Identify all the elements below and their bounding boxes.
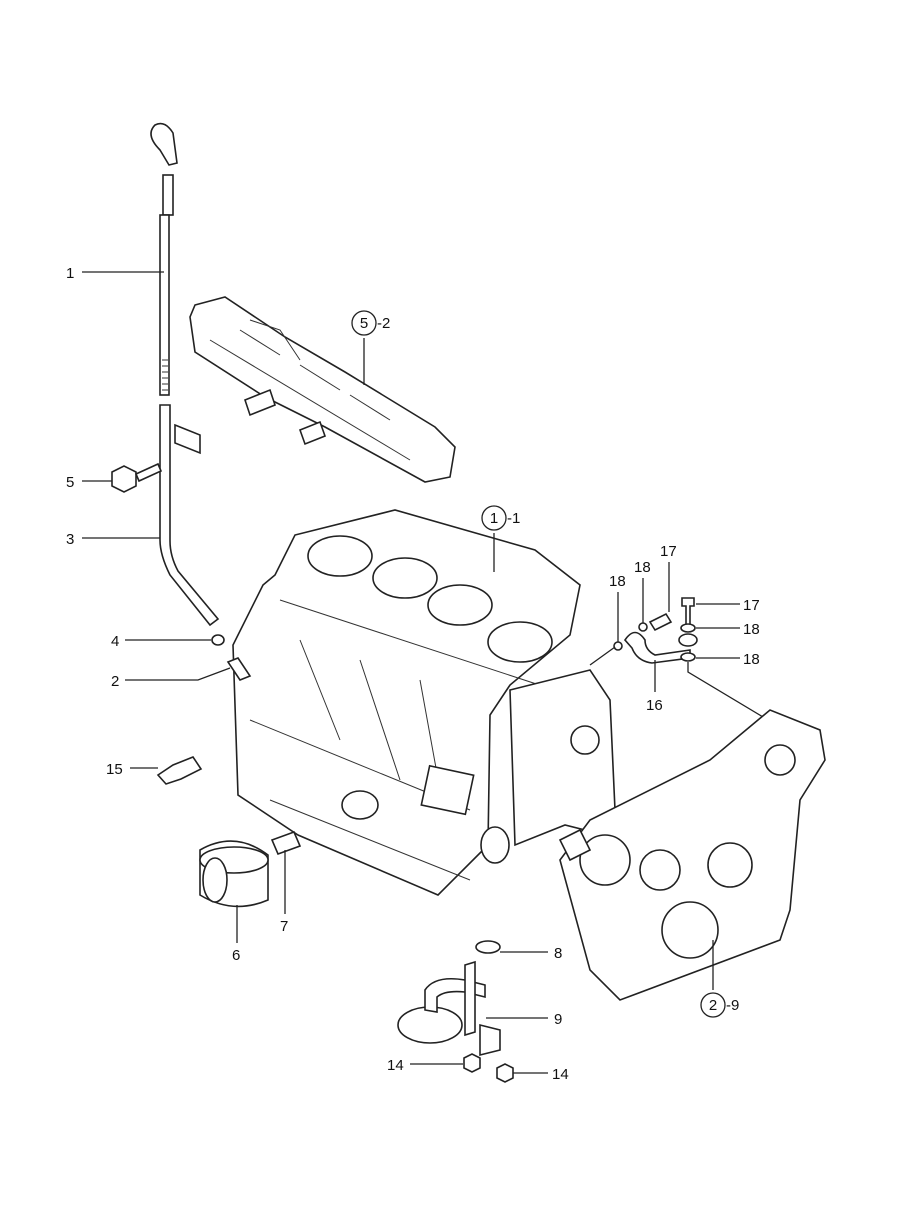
- callout-14: 14: [387, 1057, 404, 1074]
- callout-18: 18: [634, 559, 651, 576]
- callout-8: 8: [554, 945, 562, 962]
- callout-circle: [700, 992, 726, 1018]
- joint-2-drawing: [226, 657, 252, 681]
- callout-14: 14: [552, 1066, 569, 1083]
- callout-17: 17: [743, 597, 760, 614]
- callout-18: 18: [743, 651, 760, 668]
- o-ring-8-drawing: [475, 940, 501, 954]
- callout-3: 3: [66, 531, 74, 548]
- dipstick-guide-drawing: [159, 404, 220, 627]
- stud-7-drawing: [270, 830, 302, 856]
- callout-5-2: 5 -2: [351, 310, 390, 336]
- oil-pressure-switch-drawing: [156, 756, 203, 785]
- callout-18: 18: [609, 573, 626, 590]
- callout-1: 1: [66, 265, 74, 282]
- callout-suffix: -9: [726, 997, 739, 1014]
- callout-7: 7: [280, 918, 288, 935]
- strainer-drawing: [397, 960, 514, 1083]
- callout-1-1: 1 -1: [481, 505, 520, 531]
- callout-4: 4: [111, 633, 119, 650]
- callout-suffix: -2: [377, 315, 390, 332]
- callout-6: 6: [232, 947, 240, 964]
- leader-lines: [82, 271, 740, 1074]
- callout-18: 18: [743, 621, 760, 638]
- callout-circle: [481, 505, 507, 531]
- callout-15: 15: [106, 761, 123, 778]
- dipstick-drawing: [150, 122, 178, 396]
- callout-circled-number: 5: [360, 315, 368, 332]
- callout-suffix: -1: [507, 510, 520, 527]
- cylinder-block-drawing: [232, 509, 616, 896]
- callout-9: 9: [554, 1011, 562, 1028]
- callout-16: 16: [646, 697, 663, 714]
- callout-2-9: 2 -9: [700, 992, 739, 1018]
- o-ring-4-drawing: [211, 634, 225, 646]
- callout-5: 5: [66, 474, 74, 491]
- oil-pipe-drawing: [589, 597, 764, 718]
- oil-filter-drawing: [199, 840, 269, 908]
- gear-case-drawing: [558, 709, 826, 1001]
- callout-circled-number: 1: [490, 510, 498, 527]
- callout-circled-number: 2: [709, 997, 717, 1014]
- callout-circle: [351, 310, 377, 336]
- intake-manifold-drawing: [189, 296, 456, 483]
- callout-17: 17: [660, 543, 677, 560]
- callout-2: 2: [111, 673, 119, 690]
- bolt-5-drawing: [111, 462, 163, 493]
